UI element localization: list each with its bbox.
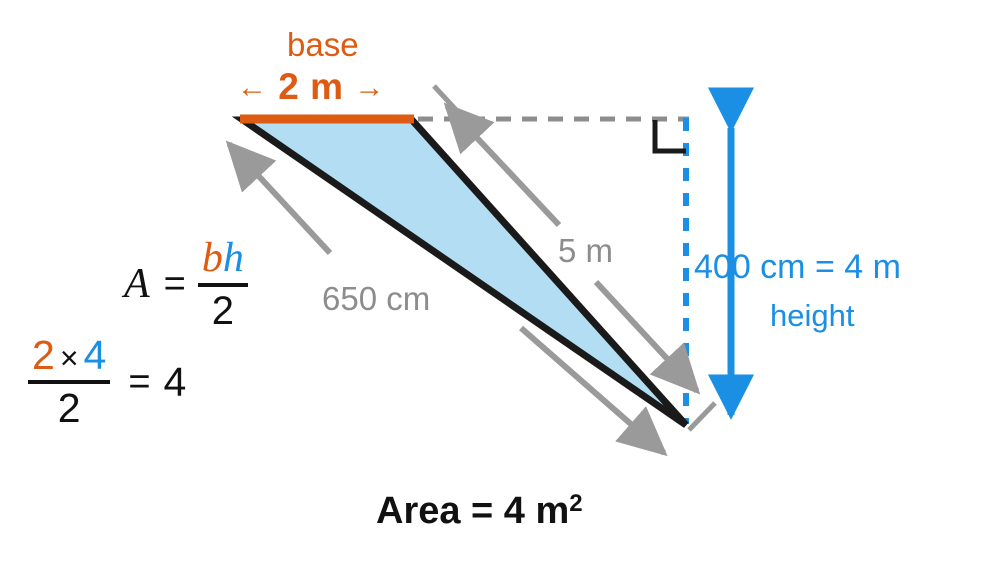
dimension-tick-5m-bottom	[687, 401, 717, 432]
formula-denominator: 2	[211, 289, 234, 334]
formula-symbol-a: A	[124, 261, 150, 308]
base-arrow-right-icon: →	[354, 71, 385, 104]
calculation-fraction-bar	[28, 380, 111, 385]
answer-superscript: 2	[569, 490, 583, 517]
base-measure-value: 2 m	[278, 66, 344, 107]
formula-variable-h: h	[222, 235, 244, 281]
calculation-numerator: 2×4	[28, 332, 110, 378]
calculation-height-value: 4	[83, 332, 107, 378]
dimension-arrow-650-lower	[519, 325, 668, 457]
base-label: base	[287, 26, 359, 63]
base-measure-label: ← 2 m →	[237, 68, 385, 105]
formula-fraction-bar	[197, 283, 248, 288]
dimension-arrow-5m-upper	[443, 102, 562, 228]
calculation-denominator: 2	[57, 385, 81, 432]
triangle-shape	[231, 116, 689, 428]
dimension-arrow-5m-lower	[593, 279, 701, 395]
right-angle-marker	[652, 120, 686, 154]
calculation-result: 4	[163, 358, 187, 405]
base-arrow-left-icon: ←	[237, 71, 268, 104]
dimension-arrow-650-upper	[225, 140, 333, 256]
height-measure-label: 400 cm = 4 m	[694, 248, 901, 286]
multiply-icon: ×	[59, 340, 79, 376]
dimension-tick-5m-top	[432, 84, 460, 114]
answer-main: Area = 4 m	[376, 490, 570, 532]
side-b-label: 5 m	[558, 232, 614, 269]
formula-equals: =	[163, 263, 186, 306]
area-formula: A = bh 2	[124, 236, 248, 332]
formula-numerator: bh	[198, 236, 248, 280]
area-calculation: 2×4 2 = 4	[28, 332, 187, 432]
formula-fraction: bh 2	[197, 236, 248, 334]
height-label: height	[770, 298, 855, 333]
calculation-equals: =	[128, 360, 151, 403]
calculation-fraction: 2×4 2	[28, 332, 111, 432]
formula-variable-b: b	[201, 235, 223, 281]
side-a-label: 650 cm	[322, 280, 431, 317]
calculation-base-value: 2	[32, 332, 55, 378]
answer-text: Area = 4 m2	[376, 490, 583, 532]
